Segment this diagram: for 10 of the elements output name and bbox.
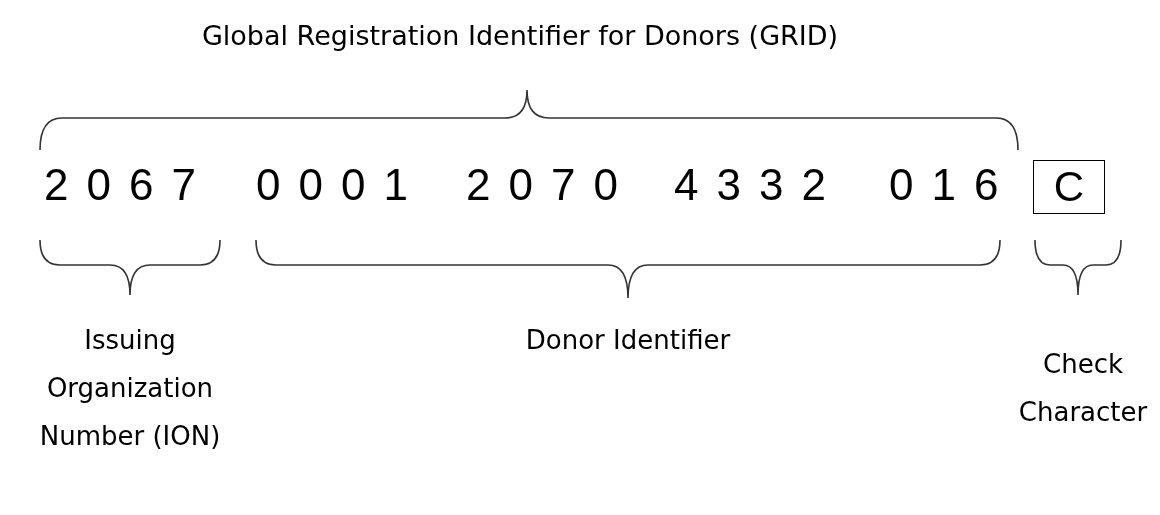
heading-text: Global Registration Identifier for Donors (GRID) — [200, 19, 840, 53]
number-group: 0001 — [256, 160, 426, 210]
check-character-box: C — [1033, 160, 1105, 214]
number-group: 2067 — [44, 160, 214, 210]
caption-text: Donor Identifier — [524, 324, 732, 357]
number-group: 016 — [889, 160, 1017, 210]
caption-text: Issuing Organization Number (ION) — [38, 324, 222, 453]
number-group: 2070 — [466, 160, 636, 210]
caption-text: Check Character — [1017, 348, 1149, 429]
number-group: 4332 — [674, 160, 844, 210]
